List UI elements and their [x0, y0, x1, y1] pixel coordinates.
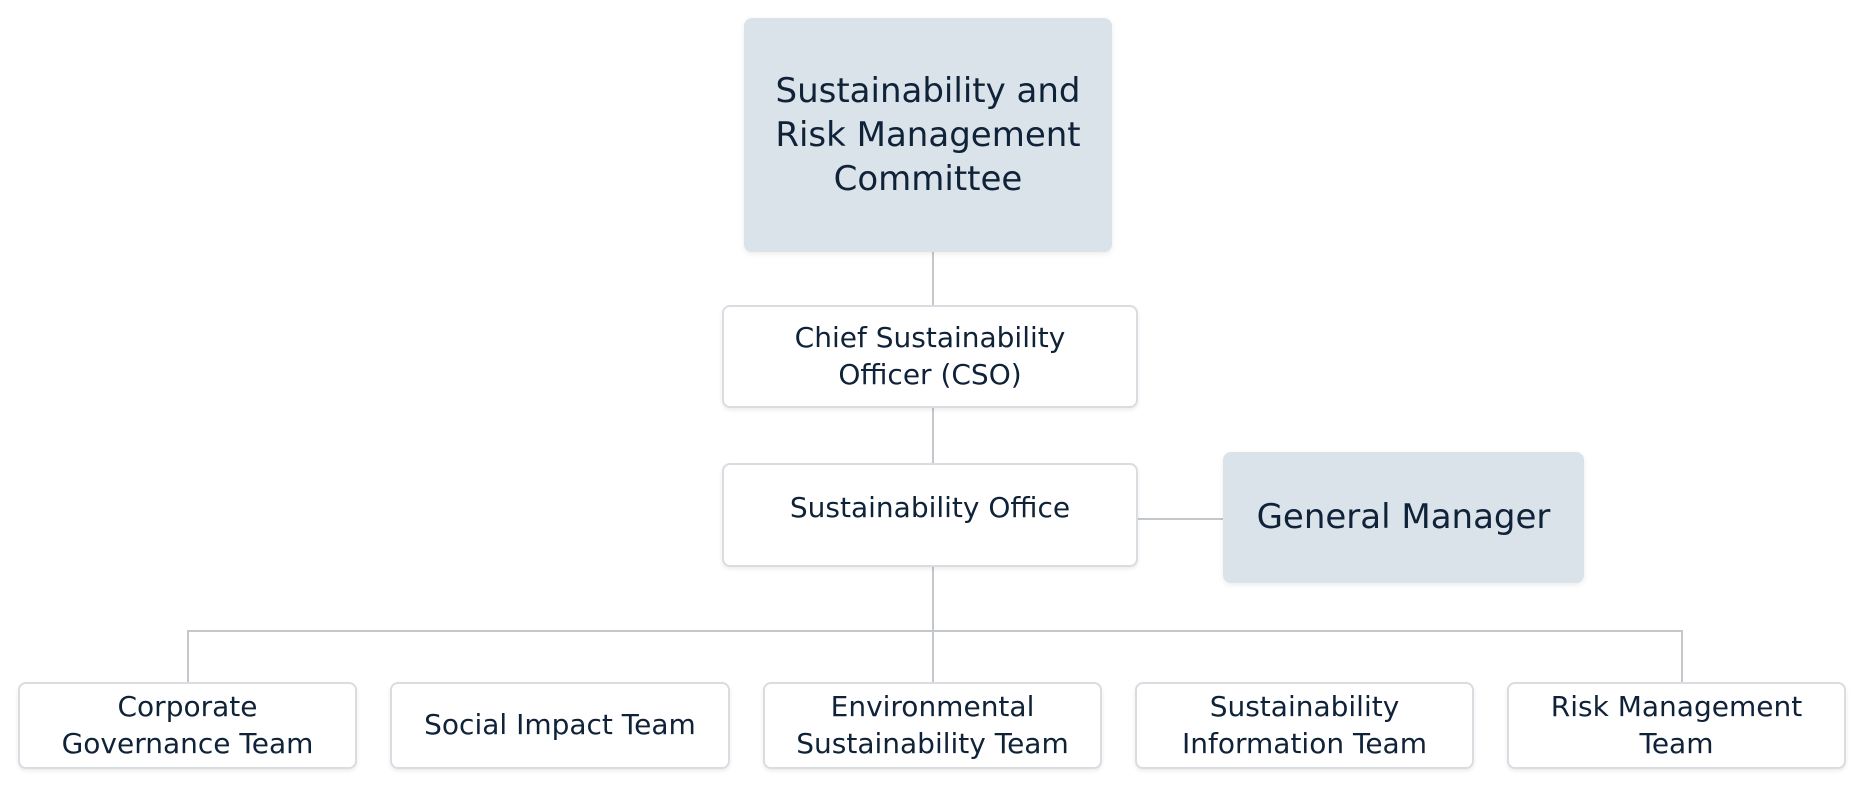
team-box-risk-management: Risk Management Team [1507, 682, 1846, 769]
team-box-sustainability-information: Sustainability Information Team [1135, 682, 1474, 769]
connector-office-trunk [932, 567, 934, 682]
connector-committee-cso [932, 252, 934, 305]
team-label: Corporate Governance Team [61, 690, 314, 760]
general-manager-label: General Manager [1256, 497, 1551, 538]
cso-box: Chief Sustainability Officer (CSO) [722, 305, 1138, 408]
team-label: Risk Management Team [1550, 690, 1803, 760]
team-box-corporate-governance: Corporate Governance Team [18, 682, 357, 769]
team-label: Sustainability Information Team [1182, 690, 1427, 760]
connector-team-5 [1681, 630, 1683, 682]
team-box-social-impact: Social Impact Team [390, 682, 730, 769]
connector-team-1 [187, 630, 189, 682]
committee-label: Sustainability and Risk Management Commi… [775, 70, 1081, 200]
general-manager-box: General Manager [1223, 452, 1584, 583]
committee-box: Sustainability and Risk Management Commi… [744, 18, 1112, 252]
cso-label: Chief Sustainability Officer (CSO) [794, 321, 1066, 391]
team-label: Environmental Sustainability Team [796, 690, 1069, 760]
office-label: Sustainability Office [789, 490, 1071, 524]
team-box-environmental-sustainability: Environmental Sustainability Team [763, 682, 1102, 769]
team-label: Social Impact Team [424, 708, 696, 742]
connector-office-gm [1138, 518, 1223, 520]
office-box: Sustainability Office [722, 463, 1138, 567]
connector-cso-office [932, 408, 934, 463]
connector-team-bar [188, 630, 1682, 632]
